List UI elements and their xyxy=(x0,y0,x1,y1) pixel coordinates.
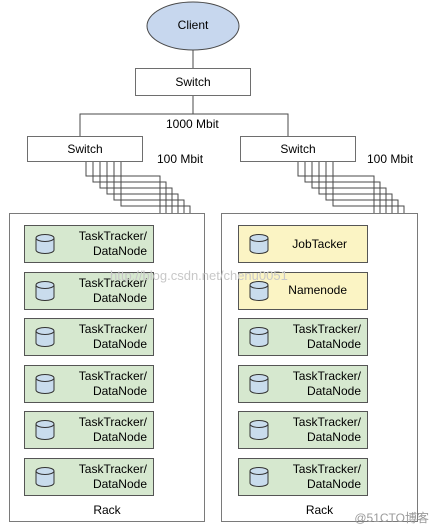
right-link-speed: 100 Mbit xyxy=(367,152,414,166)
node-label-line1: TaskTracker/ xyxy=(78,368,147,383)
right-switch: Switch xyxy=(240,136,356,162)
right-rack-node: JobTacker xyxy=(238,225,368,263)
node-label: Namenode xyxy=(288,273,347,309)
right-rack-node: TaskTracker/DataNode xyxy=(238,318,368,356)
left-switch-label: Switch xyxy=(67,142,103,156)
right-rack-node: TaskTracker/DataNode xyxy=(238,364,368,403)
node-label-line2: DataNode xyxy=(92,476,147,491)
right-rack-label: Rack xyxy=(305,503,334,517)
left-rack-node: TaskTracker/DataNode xyxy=(24,271,154,310)
top-switch-label: Switch xyxy=(175,75,211,89)
top-switch: Switch xyxy=(135,68,251,96)
node-label-line1: TaskTracker/ xyxy=(292,461,361,476)
left-rack-node: TaskTracker/DataNode xyxy=(24,225,154,263)
node-label-line1: Namenode xyxy=(288,283,347,297)
node-label-line2: DataNode xyxy=(306,476,361,491)
node-label: TaskTracker/DataNode xyxy=(79,366,147,402)
left-switch: Switch xyxy=(27,136,143,162)
left-rack-node: TaskTracker/DataNode xyxy=(24,411,154,449)
node-label-line2: DataNode xyxy=(92,430,147,444)
right-rack-node: Namenode xyxy=(238,271,368,310)
node-label-line1: TaskTracker/ xyxy=(292,368,361,383)
database-icon xyxy=(35,280,55,301)
left-rack-label: Rack xyxy=(93,503,121,517)
node-label: TaskTracker/DataNode xyxy=(79,226,147,262)
database-icon xyxy=(249,420,269,440)
node-label-line2: DataNode xyxy=(92,290,147,305)
node-label: TaskTracker/DataNode xyxy=(293,366,361,402)
node-label: TaskTracker/DataNode xyxy=(79,319,147,355)
database-icon xyxy=(249,280,269,301)
node-label: TaskTracker/DataNode xyxy=(293,412,361,448)
database-icon xyxy=(35,373,55,394)
right-rack-node: TaskTracker/DataNode xyxy=(238,457,368,496)
node-label-line1: TaskTracker/ xyxy=(78,322,147,336)
database-icon xyxy=(35,327,55,347)
node-label: TaskTracker/DataNode xyxy=(79,412,147,448)
left-rack-node: TaskTracker/DataNode xyxy=(24,364,154,403)
node-label-line2: DataNode xyxy=(306,383,361,398)
left-rack-node: TaskTracker/DataNode xyxy=(24,318,154,356)
node-label-line1: TaskTracker/ xyxy=(78,229,147,243)
database-icon xyxy=(35,466,55,487)
right-switch-label: Switch xyxy=(280,142,316,156)
database-icon xyxy=(249,327,269,347)
node-label: JobTacker xyxy=(292,226,347,262)
uplink-left-wire xyxy=(79,96,194,136)
database-icon xyxy=(249,373,269,394)
left-rack-node: TaskTracker/DataNode xyxy=(24,457,154,496)
watermark: http://blog.csdn.net/chenu0051 xyxy=(110,268,288,283)
database-icon xyxy=(35,420,55,440)
corner-watermark: @51CTO博客 xyxy=(354,511,429,525)
node-label-line2: DataNode xyxy=(92,337,147,351)
database-icon xyxy=(249,466,269,487)
right-rack-node: TaskTracker/DataNode xyxy=(238,411,368,449)
node-label-line2: DataNode xyxy=(306,430,361,444)
database-icon xyxy=(35,234,55,254)
node-label-line1: JobTacker xyxy=(292,236,347,251)
node-label-line2: DataNode xyxy=(306,337,361,351)
node-label-line1: TaskTracker/ xyxy=(292,322,361,336)
node-label: TaskTracker/DataNode xyxy=(293,319,361,355)
uplink-speed-label: 1000 Mbit xyxy=(166,117,219,131)
node-label: TaskTracker/DataNode xyxy=(79,459,147,495)
node-label: TaskTracker/DataNode xyxy=(79,273,147,309)
node-label-line1: TaskTracker/ xyxy=(78,275,147,290)
node-label: TaskTracker/DataNode xyxy=(293,459,361,495)
uplink-right-wire xyxy=(193,113,289,136)
node-label-line2: DataNode xyxy=(92,383,147,398)
node-label-line1: TaskTracker/ xyxy=(78,415,147,429)
node-label-line1: TaskTracker/ xyxy=(292,415,361,429)
node-label-line2: DataNode xyxy=(92,244,147,258)
left-link-speed: 100 Mbit xyxy=(157,152,204,166)
client-label: Client xyxy=(177,18,209,32)
database-icon xyxy=(249,234,269,254)
node-label-line1: TaskTracker/ xyxy=(78,461,147,476)
